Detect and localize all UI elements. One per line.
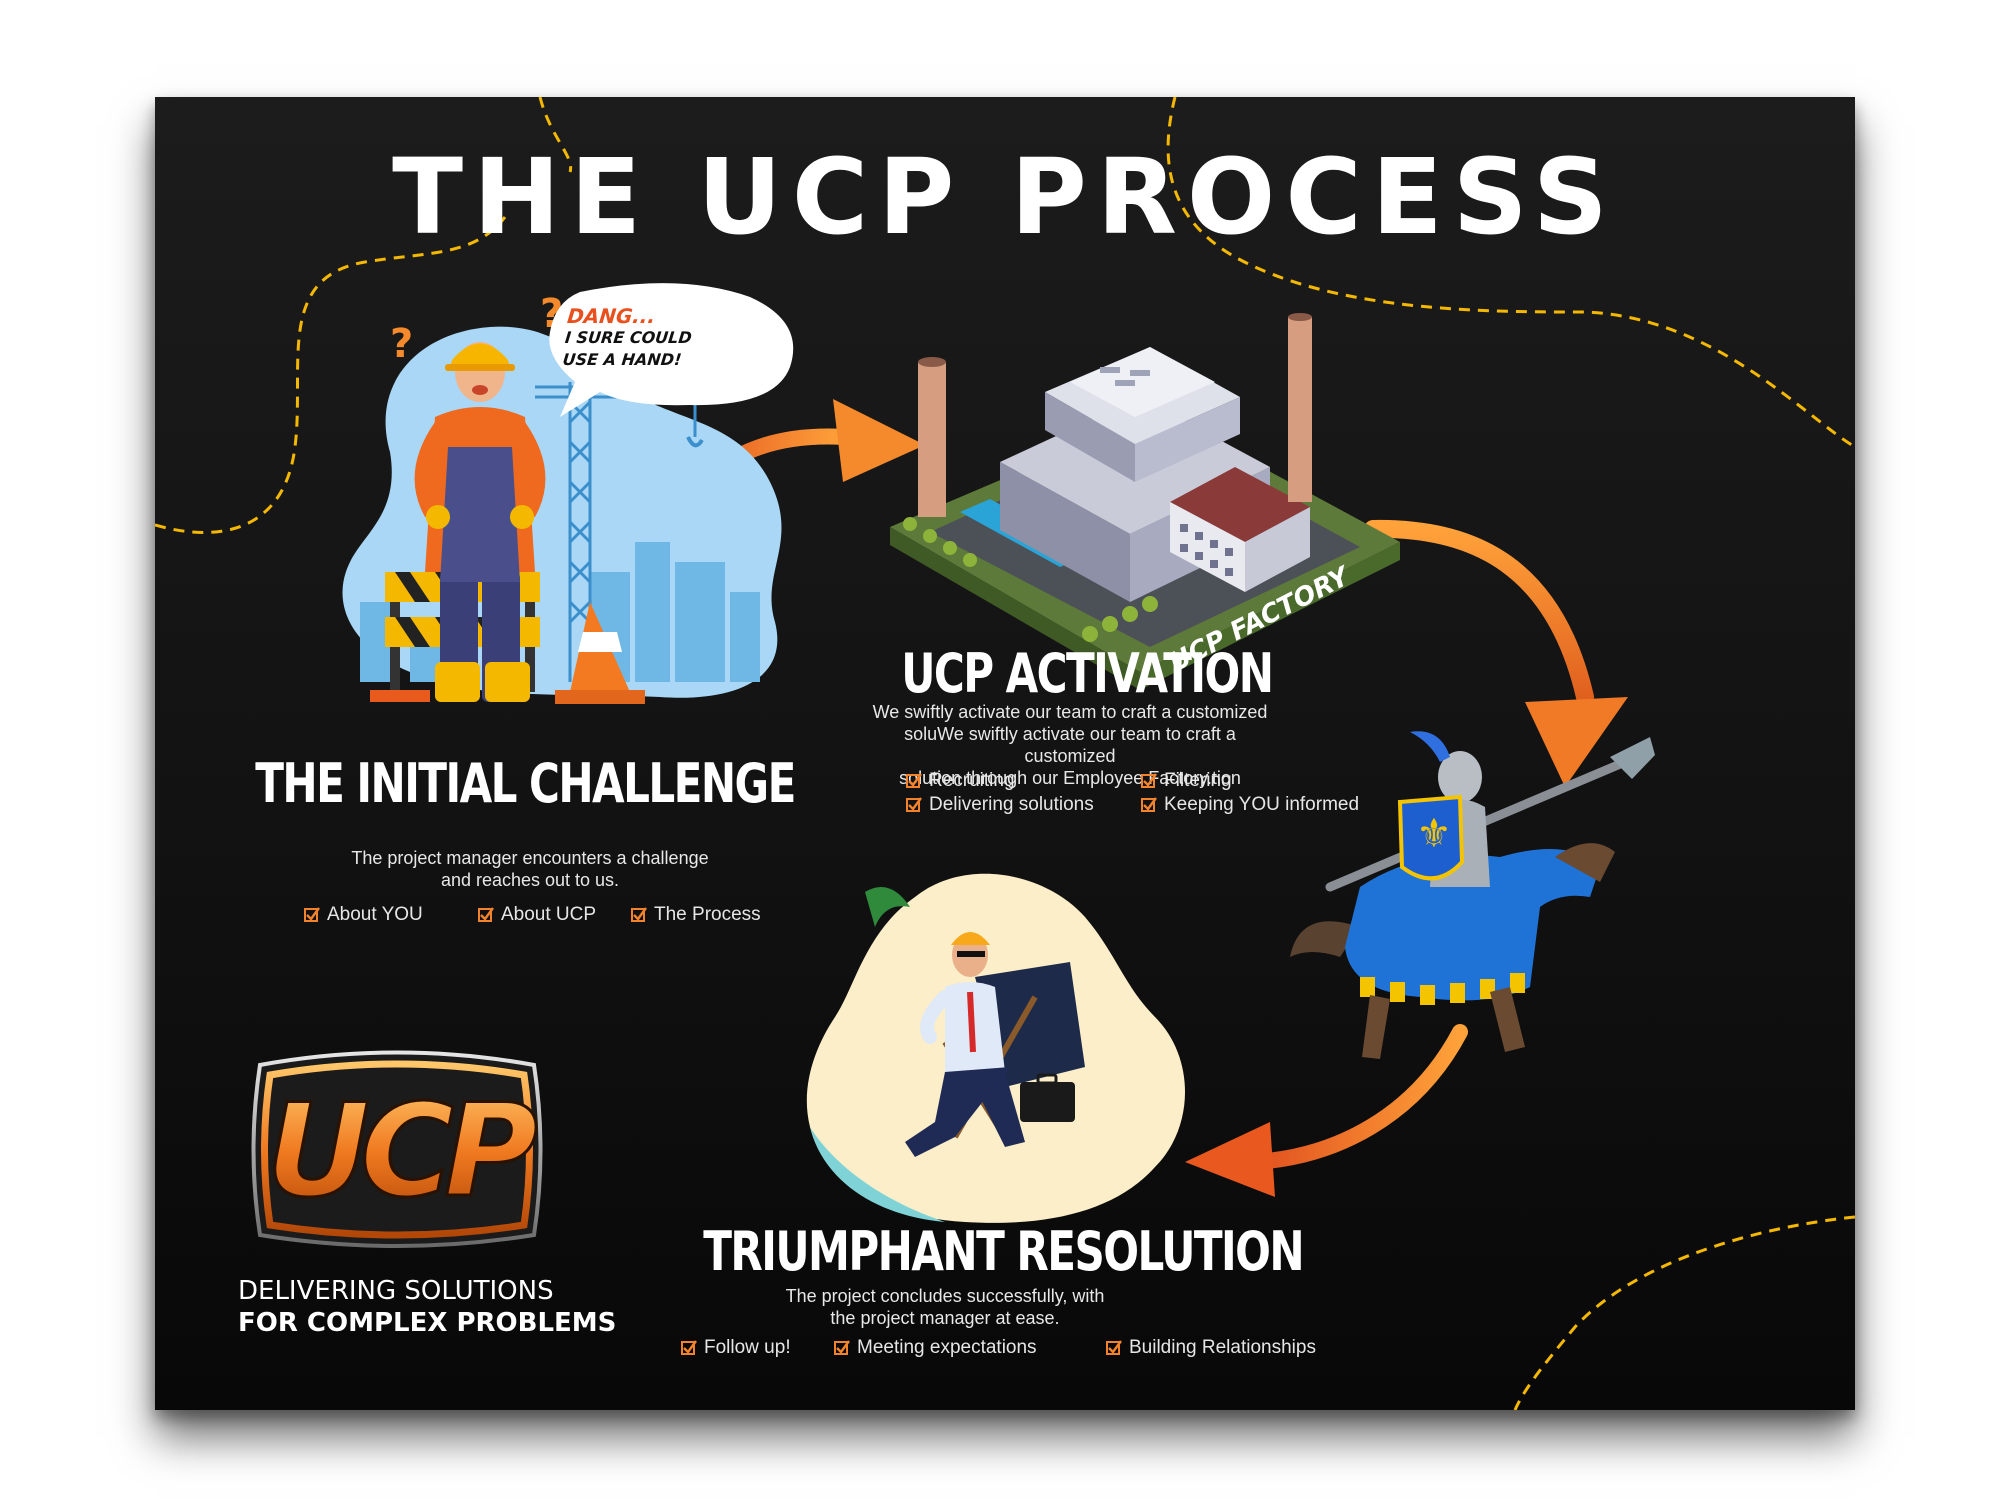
checklist-label: The Process xyxy=(654,904,761,925)
checklist-item: Keeping YOU informed xyxy=(1140,793,1359,817)
decorative-paths xyxy=(155,97,1855,1410)
tagline: DELIVERING SOLUTIONS FOR COMPLEX PROBLEM… xyxy=(238,1275,616,1339)
section-heading-resolution: TRIUMPHANT RESOLUTION xyxy=(703,1220,1304,1283)
dashed-curve xyxy=(155,97,1855,1410)
section-description: We swiftly activate our team to craft a … xyxy=(860,701,1280,789)
section-heading-activation: UCP ACTIVATION xyxy=(901,642,1274,705)
checklist-label: Follow up! xyxy=(704,1337,791,1358)
description-line: the project manager at ease. xyxy=(830,1308,1060,1328)
checklist-label: Meeting expectations xyxy=(857,1337,1037,1358)
description-line: The project concludes successfully, with xyxy=(785,1286,1105,1306)
speech-line: I SURE COULD xyxy=(564,328,693,347)
svg-text:?: ? xyxy=(390,321,413,367)
checklist-item: Meeting expectations xyxy=(833,1336,1037,1360)
tagline-line: DELIVERING SOLUTIONS xyxy=(238,1276,554,1306)
checkbox-icon xyxy=(906,773,922,788)
svg-text:⚜: ⚜ xyxy=(1416,811,1452,857)
checkbox-icon xyxy=(834,1340,850,1355)
checklist-item: About YOU xyxy=(303,903,423,927)
beach-illustration xyxy=(806,873,1185,1223)
page-title: THE UCP PROCESS xyxy=(392,136,1618,258)
description-line: soluWe swiftly activate our team to craf… xyxy=(904,724,1236,766)
description-line: solution through our Employee Factory.ti… xyxy=(899,768,1241,788)
checkbox-icon xyxy=(1141,773,1157,788)
description-line: and reaches out to us. xyxy=(440,870,620,890)
manager-figure xyxy=(905,932,1025,1157)
checklist-label: Delivering solutions xyxy=(929,794,1094,815)
knight-icon: ⚜ xyxy=(1290,731,1655,1059)
logo-text: UCP xyxy=(266,1077,537,1226)
checklist-label: Keeping YOU informed xyxy=(1164,794,1360,815)
checklist-item: About UCP xyxy=(477,903,596,927)
arrow-icon xyxy=(1185,1024,1468,1197)
checkbox-icon xyxy=(304,907,320,922)
tagline-line: FOR COMPLEX PROBLEMS xyxy=(238,1308,617,1338)
checkbox-icon xyxy=(631,907,647,922)
traffic-cone-icon xyxy=(555,602,645,704)
speech-line: USE A HAND! xyxy=(561,350,683,369)
section-description: The project manager encounters a challen… xyxy=(350,847,710,891)
checklist-item: Follow up! xyxy=(680,1336,791,1360)
process-poster: THE UCP PROCESS xyxy=(155,97,1855,1410)
checklist-label: About UCP xyxy=(501,904,597,925)
worker-illustration: ? ? xyxy=(342,291,782,704)
speech-line: DANG... xyxy=(566,304,657,328)
checklist-item: Delivering solutions xyxy=(905,793,1094,817)
checklist-item: Building Relationships xyxy=(1105,1336,1316,1360)
checkbox-icon xyxy=(1106,1340,1122,1355)
checklist-item: Filtering xyxy=(1140,769,1232,793)
checklist-item: Recruiting xyxy=(905,769,1015,793)
arrow-icon xyxy=(1364,519,1628,787)
checkbox-icon xyxy=(1141,797,1157,812)
factory-icon: UCP FACTORY xyxy=(890,313,1400,690)
section-description: The project concludes successfully, with… xyxy=(745,1285,1145,1329)
worker-figure xyxy=(414,342,546,702)
checkbox-icon xyxy=(478,907,494,922)
checklist-label: Recruiting xyxy=(929,770,1015,791)
checkbox-icon xyxy=(681,1340,697,1355)
checkbox-icon xyxy=(906,797,922,812)
checklist-label: Building Relationships xyxy=(1129,1337,1316,1358)
checklist-label: Filtering xyxy=(1164,770,1232,791)
description-line: The project manager encounters a challen… xyxy=(351,848,709,868)
checklist-item: The Process xyxy=(630,903,761,927)
section-heading-challenge: THE INITIAL CHALLENGE xyxy=(255,752,796,815)
briefcase-icon xyxy=(1020,1073,1075,1122)
speech-bubble xyxy=(549,283,794,417)
checklist-label: About YOU xyxy=(327,904,423,925)
description-line: We swiftly activate our team to craft a … xyxy=(872,702,1268,722)
ucp-logo: UCP xyxy=(251,1050,549,1248)
speech-text: DANG... I SURE COULD USE A HAND! xyxy=(561,304,799,371)
